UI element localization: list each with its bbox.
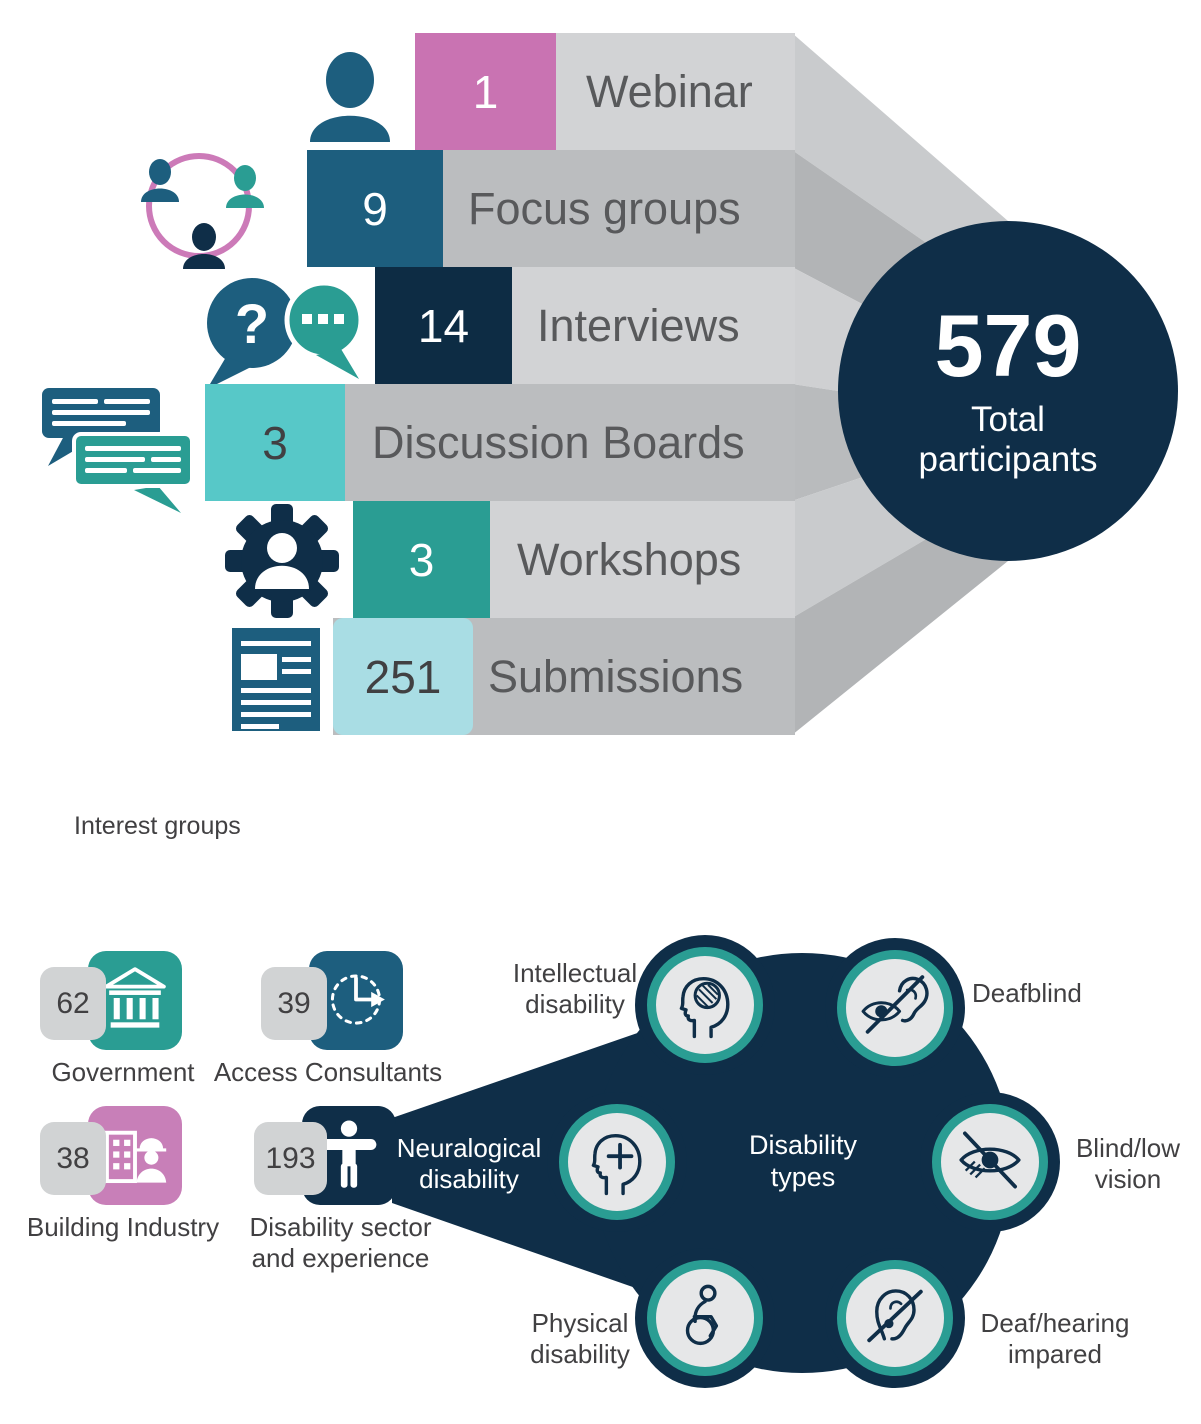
government-count: 62 (40, 967, 106, 1040)
total-value: 579 (934, 295, 1082, 395)
intellectual-disability-label: Intellectual disability (512, 958, 638, 1019)
deaf-hearing-label: Deaf/hearing impared (980, 1308, 1130, 1369)
question-mark-glyph: ? (235, 292, 269, 355)
funnel-count-box: 3 (205, 384, 345, 501)
total-circle (838, 221, 1178, 561)
disability-types-center-label: Disability types (748, 1130, 858, 1192)
funnel-count-box: 251 (333, 618, 473, 735)
blind-low-vision-icon (952, 1122, 1028, 1203)
intellectual-disability-circle (647, 947, 763, 1063)
deafblind-circle (837, 950, 953, 1066)
physical-disability-circle (647, 1260, 763, 1376)
funnel-count-box: 9 (307, 150, 443, 267)
deaf-hearing-circle (837, 1260, 953, 1376)
total-participants: 579 Total participants (838, 221, 1178, 561)
speech-bubbles-icon: ? (207, 278, 364, 389)
disability-sector-count: 193 (254, 1122, 327, 1195)
physical-disability-label: Physical disability (530, 1308, 630, 1369)
funnel-row-label: Interviews (537, 299, 740, 351)
chat-messages-icon (42, 388, 194, 513)
funnel-row-label: Submissions (488, 650, 744, 702)
building-industry-count: 38 (40, 1122, 106, 1195)
deaf-hearing-icon (857, 1278, 933, 1359)
document-icon (232, 628, 320, 731)
interest-groups-title: Interest groups (74, 812, 241, 840)
physical-disability-icon (667, 1278, 743, 1359)
funnel-row-label: Focus groups (468, 182, 741, 234)
accessibility-person-icon (312, 1116, 386, 1195)
funnel-count-box: 1 (415, 33, 556, 150)
government-label: Government (51, 1057, 195, 1087)
focus-groups-icon (141, 153, 264, 269)
blind-low-vision-label: Blind/low vision (1075, 1133, 1181, 1194)
neuralogical-disability-icon (579, 1122, 655, 1203)
disability-sector-label: Disability sector and experience (249, 1212, 432, 1274)
funnel-count-box: 14 (375, 267, 512, 384)
access-consultants-label: Access Consultants (213, 1057, 443, 1087)
deafblind-icon (857, 968, 933, 1049)
neuralogical-disability-label: Neuralogical disability (396, 1133, 542, 1194)
funnel-row-label: Discussion Boards (372, 416, 745, 468)
blind-low-vision-circle (932, 1104, 1048, 1220)
building-industry-label: Building Industry (26, 1212, 220, 1242)
bank-icon (97, 960, 173, 1041)
funnel-row-label: Webinar (586, 65, 753, 117)
funnel-count-box: 3 (353, 501, 490, 618)
gear-person-icon (225, 504, 339, 618)
neuralogical-disability-circle (559, 1104, 675, 1220)
access-consultants-count: 39 (261, 967, 327, 1040)
clock-icon (318, 960, 394, 1041)
person-icon (310, 52, 390, 142)
total-label: Total participants (918, 399, 1098, 479)
intellectual-disability-icon (667, 965, 743, 1046)
building-worker-icon (96, 1114, 174, 1197)
deafblind-label: Deafblind (972, 978, 1082, 1008)
funnel-row-label: Workshops (517, 533, 742, 585)
